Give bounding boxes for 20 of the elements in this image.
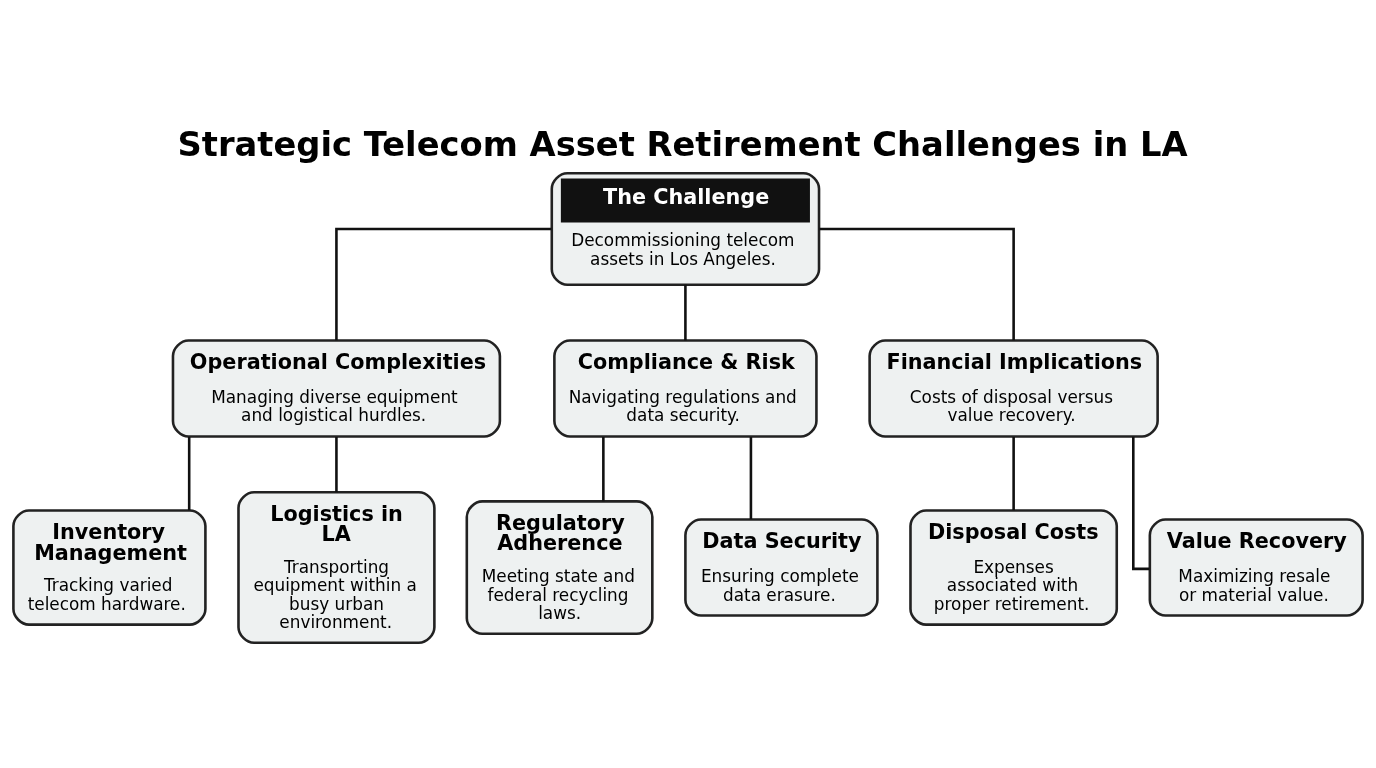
connector xyxy=(187,437,191,511)
connector xyxy=(749,437,753,520)
node-box: Value Recovery Maximizing resale or material value. xyxy=(1148,518,1364,617)
node-box: Disposal Costs Expenses associated with proper retirement. xyxy=(909,509,1119,626)
diagram-title: Strategic Telecom Asset Retirement Challenges in LA xyxy=(177,125,1188,165)
connector xyxy=(1012,437,1015,511)
connector xyxy=(335,437,338,493)
connector xyxy=(1132,436,1150,571)
connector xyxy=(602,437,605,502)
node-box: Operational Complexities Managing diverse equipment and logistical hurdles. xyxy=(171,339,502,438)
connector xyxy=(819,227,1015,341)
node-box: Inventory Management Tracking varied telecom hardware. xyxy=(12,509,207,626)
node-box: Regulatory Adherence Meeting state and federal recycling laws. xyxy=(465,500,654,636)
connector xyxy=(335,227,552,341)
node-box: Compliance & Risk Navigating regulations and data security. xyxy=(553,339,818,438)
connector xyxy=(684,284,687,341)
node-box: Logistics in LA Transporting equipment within a busy urban environment. xyxy=(237,491,436,645)
node-box: Financial Implications Costs of disposal versus value recovery. xyxy=(868,339,1159,438)
node-box: The Challenge Decommissioning telecom assets in Los Angeles. xyxy=(550,171,821,287)
node-box: Data Security Ensuring complete data erasure. xyxy=(684,518,879,617)
